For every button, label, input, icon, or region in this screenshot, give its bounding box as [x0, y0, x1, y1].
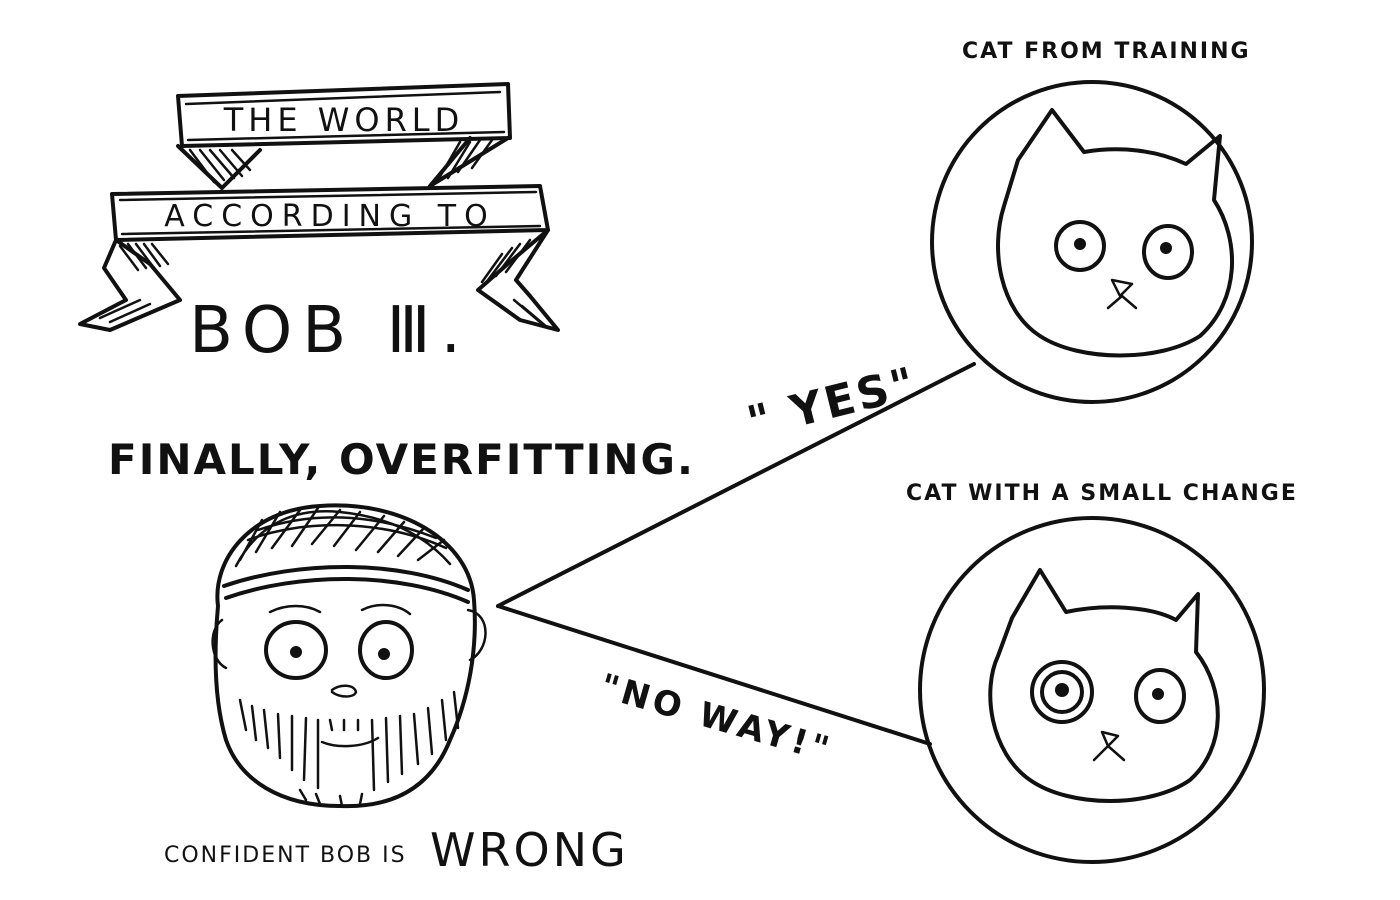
bob-caption-emphasis: WRONG [430, 823, 629, 877]
bob-face-drawing [211, 503, 487, 809]
headline-text: FINALLY, OVERFITTING. [108, 435, 695, 484]
training-cat-drawing [930, 80, 1254, 404]
banner-line-1: THE WORLD [223, 101, 465, 139]
banner-line-3: BOB Ⅲ. [189, 294, 471, 368]
bob-caption-prefix: CONFIDENT BOB IS [164, 843, 407, 868]
line-to-changed-cat [496, 604, 932, 746]
line-to-training-cat [496, 362, 976, 608]
changed-cat-caption: CAT WITH A SMALL CHANGE [906, 481, 1298, 506]
answer-no-way: "NO WAY!" [596, 666, 838, 771]
banner-line-2: ACCORDING TO [164, 199, 495, 234]
changed-cat-drawing [918, 516, 1266, 864]
title-banner: THE WORLD ACCORDING TO BOB Ⅲ. [78, 82, 560, 368]
training-cat-caption: CAT FROM TRAINING [962, 39, 1251, 64]
